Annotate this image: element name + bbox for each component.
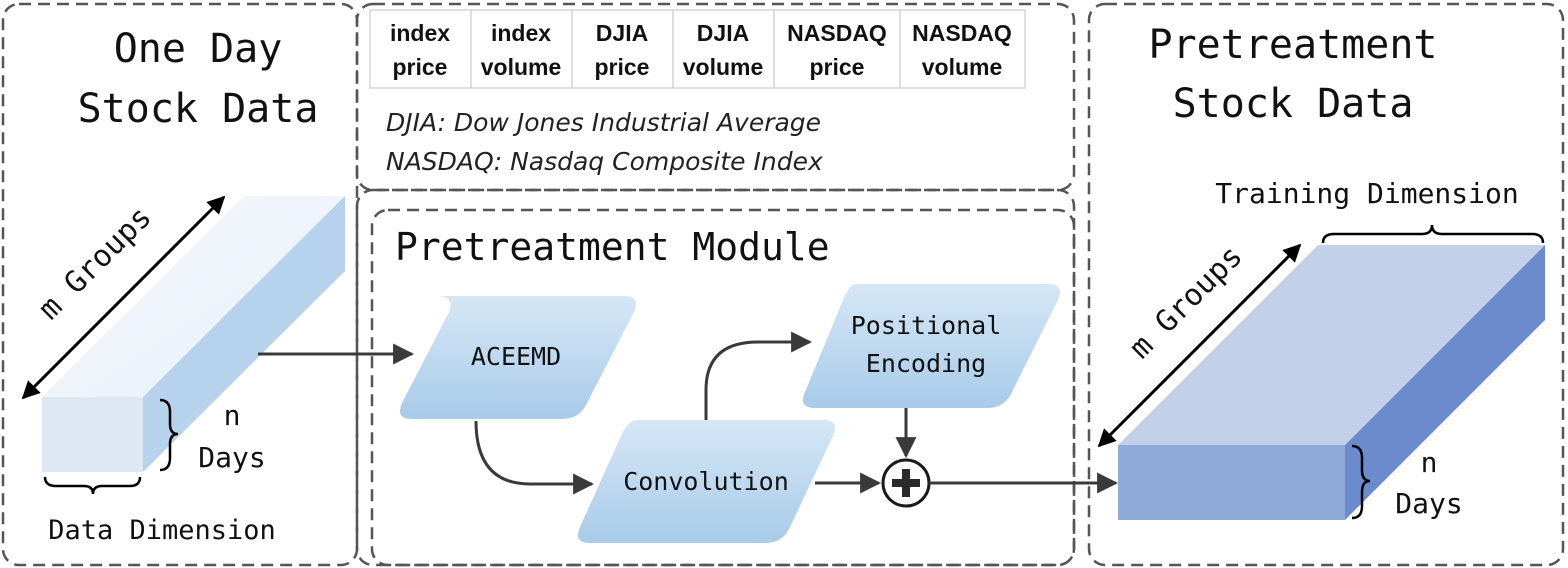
convolution-label: Convolution xyxy=(623,467,789,496)
feature-cell-line1: index xyxy=(390,20,450,46)
feature-cell-line2: volume xyxy=(922,54,1003,80)
note-djia: DJIA: Dow Jones Industrial Average xyxy=(386,108,821,137)
right-days-brace xyxy=(1351,444,1371,520)
training-dimension-label: Training Dimension xyxy=(1215,177,1518,210)
feature-cell-line2: price xyxy=(393,54,448,80)
positional-label-line2: Encoding xyxy=(866,349,986,378)
feature-cell xyxy=(369,9,472,89)
arrow-aceemd-to-convolution xyxy=(474,420,595,495)
left-cuboid-side xyxy=(143,196,345,472)
feature-cell-line1: DJIA xyxy=(596,20,648,46)
positional-label-line1: Positional xyxy=(851,311,1002,340)
left-n-label: n xyxy=(224,399,241,432)
right-title-line2: Stock Data xyxy=(1173,81,1414,127)
right-n-label: n xyxy=(1421,446,1438,479)
aceemd-label: ACEEMD xyxy=(471,342,561,371)
convolution-block xyxy=(577,420,836,543)
arrow-convolution-to-positional xyxy=(704,331,813,420)
right-cuboid-side xyxy=(1345,245,1545,520)
module-title: Pretreatment Module xyxy=(395,225,830,269)
add-operator-icon xyxy=(881,458,931,508)
feature-cell-line2: price xyxy=(810,54,865,80)
left-groups-arrow xyxy=(21,195,226,400)
note-nasdaq: NASDAQ: Nasdaq Composite Index xyxy=(386,147,823,176)
feature-cell-line2: volume xyxy=(683,54,764,80)
left-days-label: Days xyxy=(198,441,265,474)
feature-table: index price index volume DJIA price DJIA… xyxy=(369,9,1026,89)
module-inner-border xyxy=(370,208,1076,567)
aceemd-block xyxy=(399,296,637,419)
training-dimension-brace xyxy=(1321,224,1545,244)
feature-cell-line1: index xyxy=(491,20,551,46)
right-cuboid-front xyxy=(1118,445,1345,520)
left-cuboid-front xyxy=(42,397,143,472)
feature-cell xyxy=(899,9,1026,89)
positional-encoding-block xyxy=(802,284,1061,408)
feature-cell xyxy=(773,9,901,89)
left-title-line1: One Day xyxy=(114,26,283,72)
right-days-label: Days xyxy=(1395,487,1462,520)
left-dimension-brace xyxy=(43,476,142,495)
right-title-line1: Pretreatment xyxy=(1149,22,1438,68)
feature-cell-line2: price xyxy=(595,54,650,80)
feature-cell-line2: volume xyxy=(481,54,562,80)
left-title-line2: Stock Data xyxy=(78,86,319,132)
left-days-brace xyxy=(159,398,179,472)
feature-panel-border xyxy=(355,2,1076,192)
right-panel-border xyxy=(1087,2,1565,567)
feature-cell-line1: NASDAQ xyxy=(912,20,1012,46)
feature-cell-line1: NASDAQ xyxy=(787,20,887,46)
right-groups-arrow xyxy=(1097,243,1302,448)
left-dimension-label: Data Dimension xyxy=(48,515,276,546)
feature-cell-line1: DJIA xyxy=(697,20,749,46)
